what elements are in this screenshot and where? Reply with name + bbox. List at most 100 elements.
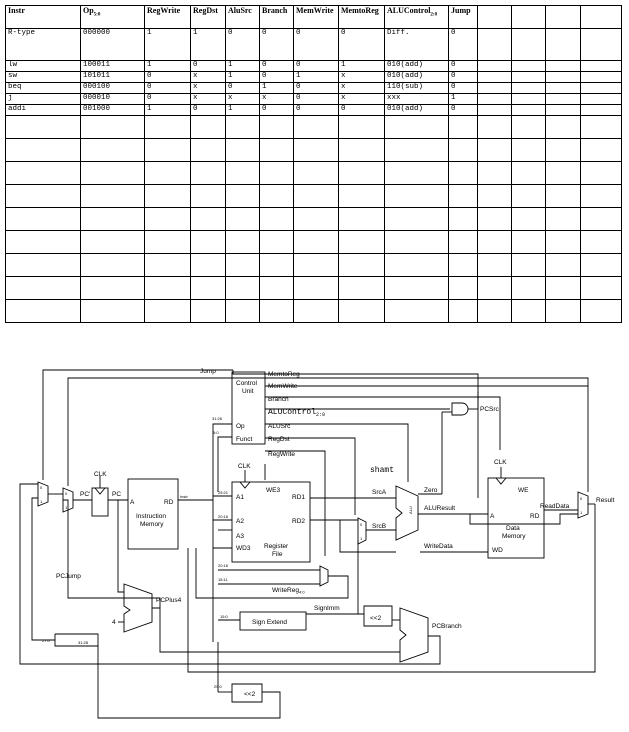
table-cell: [338, 276, 385, 300]
header-alusrc: AluSrc: [225, 5, 260, 29]
table-cell: x: [190, 93, 226, 105]
table-cell: [80, 115, 145, 139]
table-cell: [477, 299, 512, 323]
table-cell: [545, 82, 581, 94]
table-cell: [259, 138, 294, 162]
label-dm-rd: RD: [530, 513, 540, 520]
label-im-rd: RD: [164, 499, 174, 506]
table-cell: [80, 138, 145, 162]
table-cell: R-type: [5, 28, 81, 61]
label-bits-25-0: 25:0: [214, 684, 223, 689]
label-we3: WE3: [266, 487, 280, 494]
alu: [395, 485, 419, 541]
label-instr: Instr: [180, 494, 188, 499]
table-cell: Diff.: [384, 28, 449, 61]
table-cell: x: [338, 93, 385, 105]
table-cell: [5, 184, 81, 208]
label-mux1-srcb: 1: [360, 536, 363, 541]
table-cell: [580, 28, 622, 61]
table-cell: [477, 115, 512, 139]
table-cell: x: [190, 71, 226, 83]
label-jump: Jump: [200, 368, 216, 375]
label-zero: Zero: [424, 487, 438, 494]
table-cell: [225, 115, 260, 139]
table-cell: [190, 138, 226, 162]
table-cell: [293, 207, 339, 231]
label-funct: Funct: [236, 436, 252, 443]
table-cell: lw: [5, 60, 81, 72]
table-cell: [338, 115, 385, 139]
table-cell: [477, 161, 512, 185]
table-cell: 0: [259, 60, 294, 72]
table-cell: [545, 207, 581, 231]
label-aluresult: ALUResult: [424, 505, 455, 512]
table-cell: 000100: [80, 82, 145, 94]
table-cell: [190, 161, 226, 185]
table-cell: [511, 82, 546, 94]
table-cell: j: [5, 93, 81, 105]
sign-extend-box: [239, 611, 307, 631]
table-cell: [225, 230, 260, 254]
table-cell: 010(add): [384, 60, 449, 72]
table-cell: [259, 161, 294, 185]
table-cell: [190, 299, 226, 323]
label-clk-pc: CLK: [94, 471, 107, 478]
pcsrc-mux: [62, 487, 74, 513]
label-mux1-result: 1: [580, 510, 583, 515]
table-cell: 0: [293, 93, 339, 105]
table-cell: 1: [225, 60, 260, 72]
table-cell: [144, 230, 191, 254]
label-data-memory: Memory: [502, 533, 526, 540]
memtoreg-mux: [577, 491, 589, 519]
table-cell: [190, 184, 226, 208]
table-cell: [545, 104, 581, 116]
label-im-a: A: [130, 499, 135, 506]
data-memory: [487, 477, 545, 559]
header-instr: Instr: [5, 5, 81, 29]
label-control: Control: [236, 380, 258, 387]
table-cell: 1: [259, 82, 294, 94]
table-cell: [511, 71, 546, 83]
label-bits-20-16-b: 20:16: [218, 563, 229, 568]
table-cell: [580, 82, 622, 94]
header-memtoreg: MemtoReg: [338, 5, 385, 29]
table-cell: [293, 230, 339, 254]
table-cell: [477, 230, 512, 254]
empty-table-row: [5, 230, 622, 254]
table-cell: 010(add): [384, 104, 449, 116]
header-branch: Branch: [259, 5, 294, 29]
label-pcplus4: PCPlus4: [156, 597, 182, 604]
table-cell: [144, 138, 191, 162]
table-cell: [580, 93, 622, 105]
table-cell: [477, 207, 512, 231]
table-cell: [190, 207, 226, 231]
table-cell: [190, 115, 226, 139]
label-writedata: WriteData: [424, 543, 453, 550]
alusrc-mux: [357, 517, 367, 545]
table-cell: [580, 161, 622, 185]
table-cell: beq: [5, 82, 81, 94]
table-cell: 001000: [80, 104, 145, 116]
table-cell: 1: [448, 93, 478, 105]
table-cell: [580, 299, 622, 323]
table-cell: [338, 253, 385, 277]
label-rd2: RD2: [292, 518, 305, 525]
table-cell: [5, 253, 81, 277]
table-cell: 0: [144, 93, 191, 105]
label-bits-5-0: 5:0: [213, 430, 219, 435]
table-cell: [448, 207, 478, 231]
table-cell: [144, 115, 191, 139]
table-cell: [225, 207, 260, 231]
table-cell: x: [338, 82, 385, 94]
table-cell: [384, 161, 449, 185]
table-cell: [80, 161, 145, 185]
table-cell: [580, 253, 622, 277]
shift-left-2-branch: [363, 605, 393, 627]
table-cell: [511, 230, 546, 254]
table-cell: 110(sub): [384, 82, 449, 94]
table-cell: [580, 104, 622, 116]
empty-table-row: [5, 161, 622, 185]
table-cell: [545, 60, 581, 72]
